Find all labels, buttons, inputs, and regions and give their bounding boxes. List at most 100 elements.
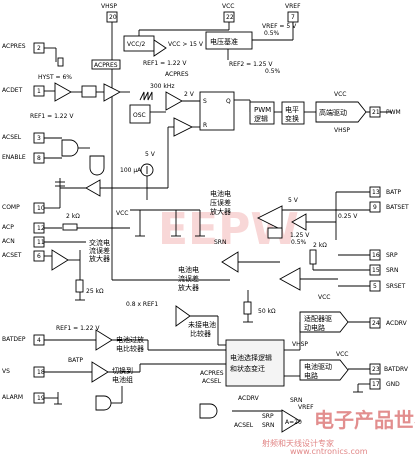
enable-and-gate [61,139,79,157]
pin-alarm-number: 19 [37,395,45,402]
sense-amp-x20 [281,409,301,433]
resistor-50k-label: 50 kΩ [258,308,276,315]
pin-acdet-label: ACDET [2,87,23,94]
pin-acn-number: 11 [37,239,45,246]
comp-driver-amp [85,179,101,197]
pin-pwm-label: PWM [386,109,401,116]
pin-acset-number: 6 [37,253,41,260]
v125-label: 1.25 V [290,232,310,239]
batp-label: BATP [68,357,83,364]
pin-acp-label: ACP [2,224,14,231]
enable-gate-2 [89,155,105,176]
ac-cur-amp-l2: 流误差 [89,246,110,255]
pwm-logic-l2: 逻辑 [254,114,268,123]
bat-volt-err-amp [256,205,283,231]
resistor-2k-right [309,249,317,265]
pin-srn-number: 15 [372,267,380,274]
pin-acdrv-number: 24 [372,320,380,327]
resistor-2k-left-label: 2 kΩ [66,213,80,220]
pin-vhsp-label: VHSP [101,3,117,10]
pin-acsel-label: ACSEL [2,134,22,141]
srn-bottom-label: SRN [290,397,302,404]
vhsp-acdrv-label: VHSP [292,341,308,348]
pin-vs-label: VS [2,368,10,375]
acsel-in-label: ACSEL [202,378,222,385]
pin-acp-number: 12 [37,225,45,232]
right-pin-batdrv: 23 BATDRV [369,363,409,375]
pin-vhsp-number: 20 [109,14,117,21]
pin-vref-number: 7 [291,14,295,21]
current-100ua-label: 100 μA [120,167,142,174]
switch-bat-l1: 切换到 [112,366,133,375]
switch-logic-l1: 电池选择逻辑 [230,353,272,362]
bat-err-amp-l1: 电池电 [210,189,231,198]
ff-r-label: R [203,122,207,129]
ac-cur-amp-l1: 交流电 [89,238,110,247]
srn-label: SRN [214,239,226,246]
right-pin-acdrv: 24 ACDRV [369,317,408,329]
right-pin-srset: 5 SRSET [369,280,406,292]
watermark-bottom-en: www.cntronics.com [290,447,368,456]
resistor-25k-label: 25 kΩ [86,288,104,295]
pin-batdep-number: 4 [37,337,41,344]
left-pin-enable: ENABLE 8 [2,152,45,164]
left-pin-acp: ACP 12 [2,222,45,234]
pin-enable-label: ENABLE [2,154,26,161]
pin-alarm-label: ALARM [2,394,23,401]
pin-vcc-label: VCC [222,3,234,10]
pin-batset-label: BATSET [386,204,409,211]
undervolt-l1: 未接电池 [188,320,216,329]
ff-s-label: S [203,98,207,105]
acpres-in-label: ACPRES [200,370,224,377]
pin-vref-label: VREF [285,3,301,10]
hyst-label: HYST = 6% [38,74,72,81]
left-pin-alarm: ALARM 19 [2,392,45,404]
pwm-logic-l1: PWM [254,106,271,114]
oscillator-block [129,104,151,124]
sr-flip-flop [199,91,235,131]
vref-bottom-label: VREF [298,404,314,411]
pin-acset-label: ACSET [2,252,22,259]
bat-overvolt-l2: 电比较器 [116,344,144,353]
right-pin-srn: 15 SRN [369,264,398,276]
pin-acdrv-box [369,317,381,329]
pin-acpres-number: 2 [37,45,41,52]
acdrv-driver [299,311,349,333]
level-shift-l2: 变换 [285,114,299,123]
right-pin-pwm: 21 PWM [369,106,401,118]
vcc-half-label: VCC/2 [127,41,146,48]
bat-drv-l2: 电路 [304,371,318,380]
pin-batset-box [369,201,381,213]
pin-batdrv-number: 23 [372,366,380,373]
left-pin-batdep: BATDEP 4 [2,334,45,346]
hs-vhsp-label: VHSP [334,127,350,134]
two-volt-label: 2 V [184,91,195,98]
bat-cur-amp-l2: 流误差 [178,274,199,283]
watermark-site-cn: 电子产品世界 [314,408,415,432]
pin-srp-number: 16 [372,252,380,259]
pin-gnd-number: 17 [372,381,380,388]
acdrv-in-label: ACDRV [238,395,260,402]
vcc-batdrv-label: VCC [336,351,348,358]
resistor-2k-right-label: 2 kΩ [313,242,327,249]
ramp-comparator [165,91,183,111]
high-side-driver [315,101,367,123]
left-pin-comp: COMP 10 [2,202,45,214]
ac-drv-l1: 适配器驱 [304,314,332,323]
pwm-comparator [173,117,194,137]
switch-bat-comparator [91,361,109,383]
undervolt-l2: 比较器 [190,329,211,338]
pin-batdrv-label: BATDRV [384,366,409,373]
acset-amp [51,249,69,271]
right-pin-srp: 16 SRP [369,249,398,261]
pin-pwm-box [369,106,381,118]
bottom-or-gate [199,403,218,419]
acpres-box-label: ACPRES [94,62,118,69]
left-pin-acdet: ACDET 1 [2,85,45,97]
bat-err-amp-l3: 放大器 [210,207,231,216]
five-volt-comp-label: 5 V [145,151,156,158]
batdrv-driver [299,359,349,381]
pin-vcc-number: 22 [226,14,234,21]
